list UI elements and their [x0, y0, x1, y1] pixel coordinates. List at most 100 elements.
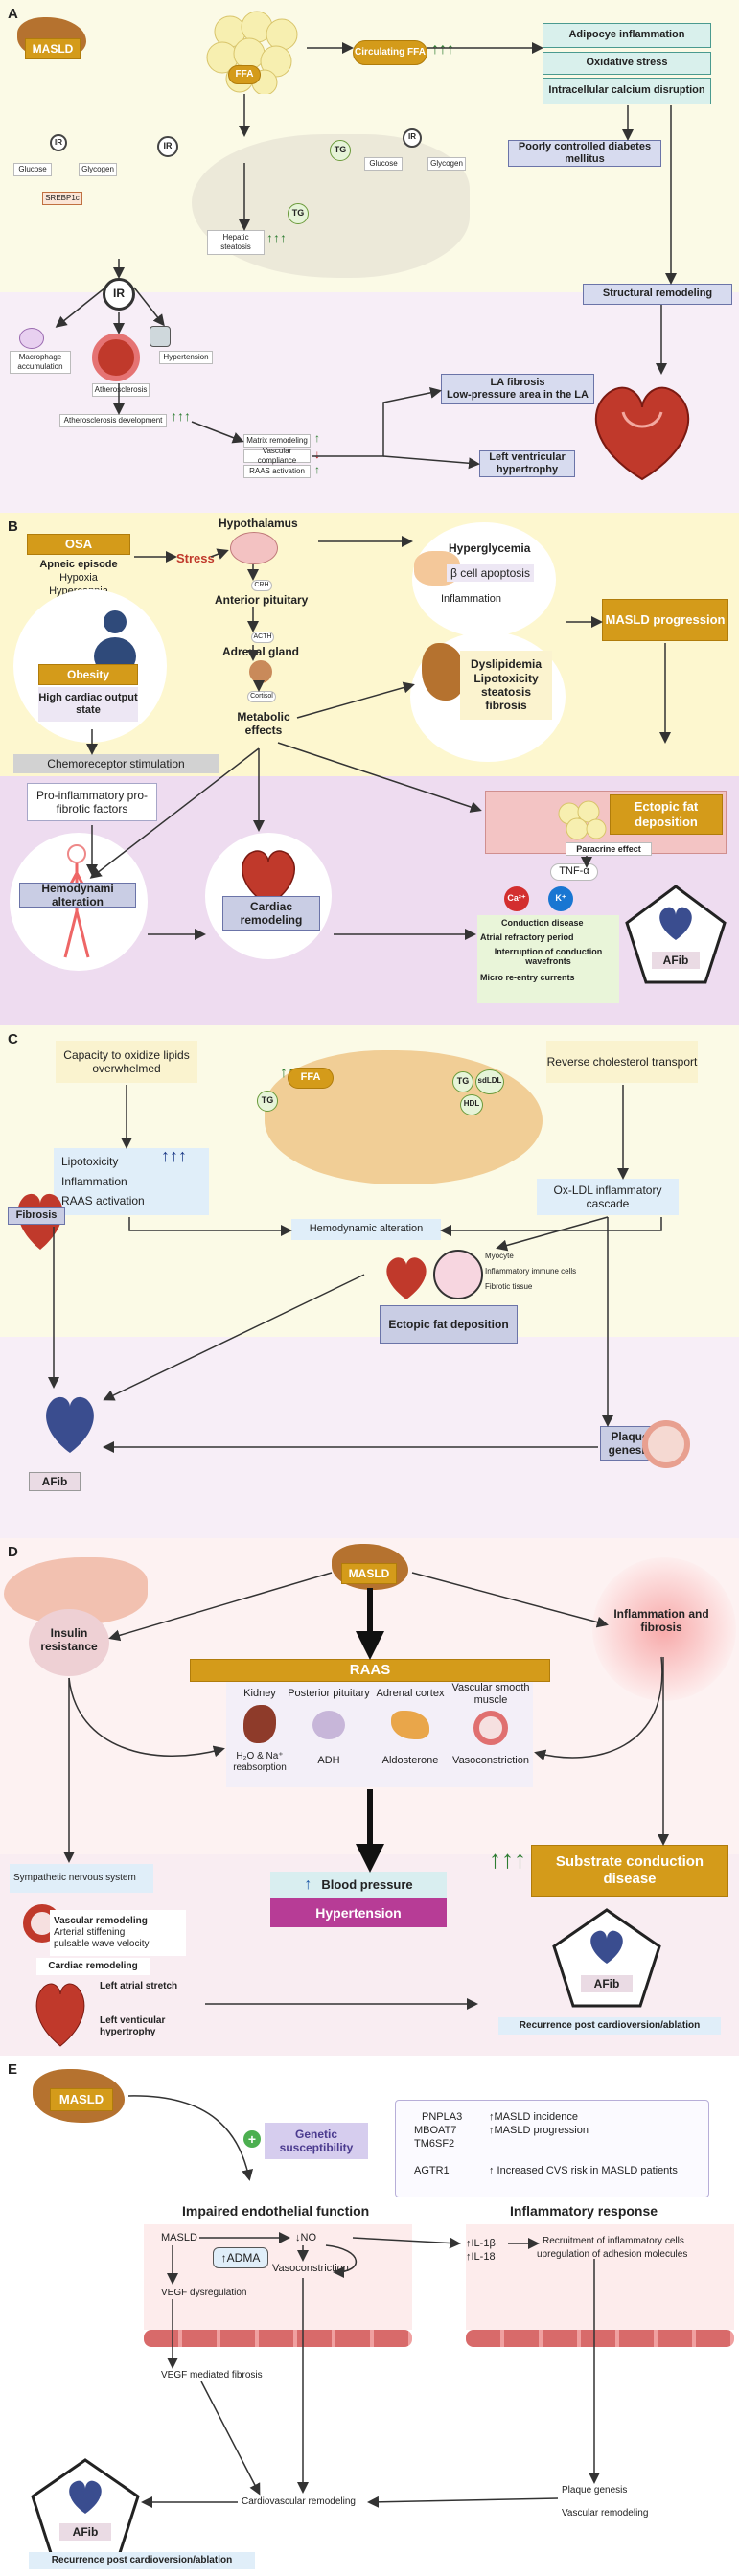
- reverse-chol-box: Reverse cholesterol transport: [546, 1041, 698, 1083]
- left-atrial-text: Left atrial stretch: [100, 1981, 178, 1991]
- aldosterone-text: Aldosterone: [381, 1755, 439, 1766]
- recurrence-box-d: Recurrence post cardioversion/ablation: [498, 2017, 721, 2035]
- ir-circle-right: [403, 128, 422, 148]
- tg-label-mid: TG: [291, 208, 305, 218]
- macrophage-box: Macrophage accumulation: [10, 351, 71, 374]
- cardiac-remodeling-box-b: Cardiac remodeling: [222, 896, 320, 931]
- afib-pentagon-d: [550, 1906, 663, 2012]
- hypertension-box-a: Hypertension: [159, 351, 213, 364]
- adrenal-cortex-text: Adrenal cortex: [376, 1688, 445, 1699]
- lipotoxicity-box-c: Lipotoxicity Inflammation RAAS activatio…: [54, 1148, 209, 1215]
- lipotox-up-c: ↑↑↑: [161, 1146, 187, 1165]
- hdl-circle: [460, 1094, 483, 1116]
- vegf-fibrosis-text: VEGF mediated fibrosis: [161, 2370, 263, 2380]
- panel-d: D MASLD Insulin resistance Inflammation …: [0, 1538, 739, 2056]
- tnf-pill: TNF-α: [550, 863, 598, 881]
- diabetes-box: Poorly controlled diabetes mellitus: [508, 140, 661, 167]
- bp-text: Blood pressure: [321, 1877, 413, 1893]
- ir-big-label: IR: [113, 287, 125, 300]
- afib-badge-e: AFib: [59, 2523, 111, 2541]
- compliance-down: ↓: [314, 448, 320, 461]
- hypoxia-text: Hypoxia: [59, 572, 98, 584]
- hdl-label: HDL: [463, 1099, 480, 1108]
- vascular-remodeling-e-text: Vascular remodeling: [562, 2508, 649, 2518]
- gene-effect-1: ↑MASLD progression: [489, 2125, 589, 2136]
- glycogen-box-left: Glycogen: [79, 163, 117, 176]
- brain-icon: [230, 532, 278, 564]
- arterial-stiffening-text: Arterial stiffening: [54, 1927, 126, 1938]
- calcium-disruption-box: Intracellular calcium disruption: [543, 78, 711, 104]
- conduction-disease-text: Conduction disease: [501, 918, 584, 928]
- ir-label-right: IR: [408, 132, 416, 141]
- insulin-resistance-circle: [29, 1609, 109, 1676]
- tg-circle-top: [330, 140, 351, 161]
- glucose-box-right: Glucose: [364, 157, 403, 171]
- gene-name-1: MBOAT7: [414, 2125, 457, 2136]
- steatosis-b-text: steatosis: [480, 685, 532, 699]
- afib-badge-d: AFib: [581, 1975, 633, 1992]
- panel-d-label: D: [8, 1544, 18, 1560]
- micro-reentry-text: Micro re-entry currents: [480, 973, 575, 983]
- lipotoxicity-c-text: Lipotoxicity: [61, 1155, 119, 1169]
- stress-text: Stress: [176, 551, 215, 565]
- heart-icon-a: [575, 374, 709, 489]
- il1-text: ↑IL-1β: [466, 2238, 496, 2249]
- no-text: ↓NO: [295, 2232, 316, 2243]
- ir-label-small: IR: [55, 138, 62, 147]
- masld-small-e: MASLD: [161, 2232, 197, 2243]
- vegf-dys-text: VEGF dysregulation: [161, 2288, 247, 2298]
- dyslipidemia-text: Dyslipidemia: [470, 657, 543, 672]
- capacity-box: Capacity to oxidize lipids overwhelmed: [56, 1041, 197, 1083]
- gene-name-3: AGTR1: [414, 2165, 450, 2176]
- k-label: K⁺: [555, 893, 566, 903]
- hemodynamic-box-b: Hemodynami alteration: [19, 882, 136, 908]
- fibrosis-b-text: fibrosis: [485, 699, 527, 713]
- adipocyte-inflammation-box: Adipocye inflammation: [543, 23, 711, 48]
- adrenal-gland-text: Adrenal gland: [222, 645, 300, 658]
- adma-box: ↑ADMA: [213, 2247, 268, 2268]
- afib-pentagon-b: [623, 883, 728, 988]
- substrate-up: ↑↑↑: [489, 1845, 526, 1874]
- panel-c-label: C: [8, 1031, 18, 1047]
- heart-icon-d: [27, 1975, 94, 2050]
- lipotoxicity-b-text: Lipotoxicity: [473, 671, 539, 685]
- recruitment-text: Recruitment of inflammatory cells: [543, 2236, 684, 2246]
- atherosclerosis-dev-box: Atherosclerosis development: [59, 414, 167, 427]
- circulating-ffa-pill: Circulating FFA: [353, 40, 427, 65]
- gene-name-0: PNPLA3: [422, 2111, 463, 2123]
- liver-icon-b: [422, 643, 466, 701]
- vessel-icon-d: [473, 1711, 508, 1745]
- endothelial-bg-right: [466, 2224, 734, 2330]
- inflammatory-title: Inflammatory response: [510, 2203, 658, 2219]
- gene-effect-3: ↑ Increased CVS risk in MASLD patients: [489, 2165, 678, 2176]
- high-cardiac-box: High cardiac output state: [38, 687, 138, 722]
- matrix-up: ↑: [314, 431, 320, 445]
- afib-badge-b: AFib: [652, 952, 700, 969]
- glucose-box-left: Glucose: [13, 163, 52, 176]
- pituitary-icon-d: [312, 1711, 345, 1739]
- k-circle: [548, 886, 573, 911]
- panel-b-label: B: [8, 518, 18, 535]
- insulin-resistance-text: Insulin resistance: [40, 1626, 98, 1654]
- bp-arrow: ↑: [304, 1876, 312, 1894]
- pro-factors-box: Pro-inflammatory pro-fibrotic factors: [27, 783, 157, 821]
- ffa-pill: FFA: [228, 65, 261, 84]
- panel-a-label: A: [8, 6, 18, 22]
- lvh-text-d: Left venticular hypertrophy: [100, 2015, 166, 2037]
- panel-c: C Capacity to oxidize lipids overwhelmed…: [0, 1025, 739, 1538]
- sdldl-circle: [475, 1070, 504, 1094]
- raas-up-a: ↑: [314, 463, 320, 476]
- vasoconstriction-d-text: Vasoconstriction: [452, 1755, 529, 1766]
- paracrine-box: Paracrine effect: [566, 842, 652, 856]
- vascular-remodeling-text: Vascular remodeling: [54, 1916, 148, 1926]
- plus-sign: +: [247, 2131, 257, 2147]
- upregulation-text: upregulation of adhesion molecules: [537, 2249, 688, 2260]
- tg-circle-c2: [452, 1071, 473, 1092]
- vessel-wall-right: [466, 2330, 734, 2347]
- ffa-pill-c: FFA: [288, 1068, 334, 1089]
- gene-name-2: TM6SF2: [414, 2138, 455, 2150]
- bp-box: ↑ Blood pressure: [270, 1872, 447, 1898]
- sdldl-label: sdLDL: [477, 1076, 502, 1085]
- masld-badge: MASLD: [25, 38, 81, 59]
- inflammation-b-text: Inflammation: [441, 593, 501, 605]
